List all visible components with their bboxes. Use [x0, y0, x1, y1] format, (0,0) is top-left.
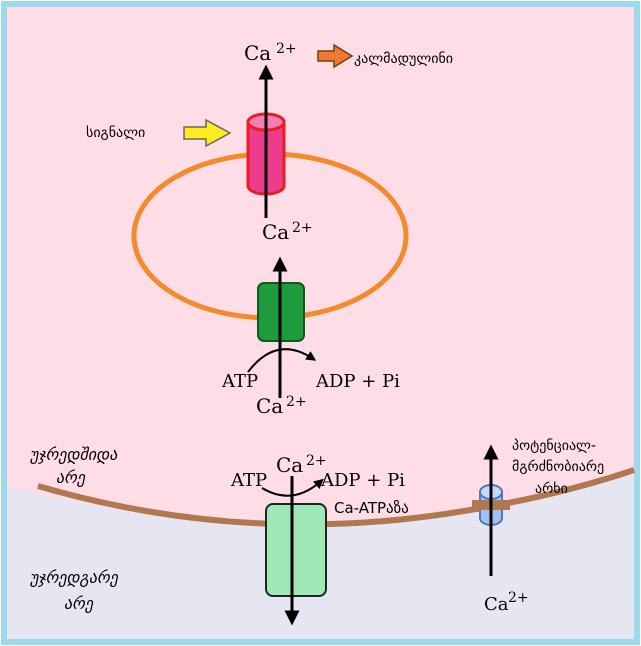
ca-atpase-label: Ca-ATPაზა [334, 499, 409, 517]
intracellular-label-line2: არე [56, 468, 86, 487]
ca-top-charge: 2+ [276, 41, 297, 57]
adp-er-label: ADP + Pi [315, 371, 400, 392]
ca-top-label: Ca [244, 41, 271, 65]
signal-label: სიგნალი [86, 125, 145, 141]
extracellular-label-line2: არე [64, 594, 94, 613]
calmodulin-label: კალმადულინი [354, 51, 453, 67]
ca-pm-charge: 2+ [306, 453, 327, 469]
ca-pm-label: Ca [276, 453, 303, 477]
ca-er-label: Ca [262, 220, 289, 244]
intracellular-label-line1: უჯრედშიდა [29, 445, 118, 464]
voltage-channel-label-line1: პოტენციალ- [512, 438, 596, 454]
ca-er-charge: 2+ [292, 220, 313, 236]
ca-er-bottom-label: Ca [256, 394, 283, 418]
ca-vc-charge: 2+ [508, 590, 529, 606]
atp-pm-label: ATP [230, 470, 267, 491]
extracellular-label-line1: უჯრედგარე [29, 568, 119, 587]
atp-er-label: ATP [221, 371, 258, 392]
plasma-membrane-calcium-pump [266, 504, 326, 596]
voltage-channel-label-line3: არხი [535, 480, 568, 497]
voltage-channel-label-line2: მგრძნობიარე [512, 458, 604, 475]
adp-pm-label: ADP + Pi [320, 470, 405, 491]
ca-vc-label: Ca [484, 594, 509, 615]
ca-er-bottom-charge: 2+ [286, 394, 307, 410]
